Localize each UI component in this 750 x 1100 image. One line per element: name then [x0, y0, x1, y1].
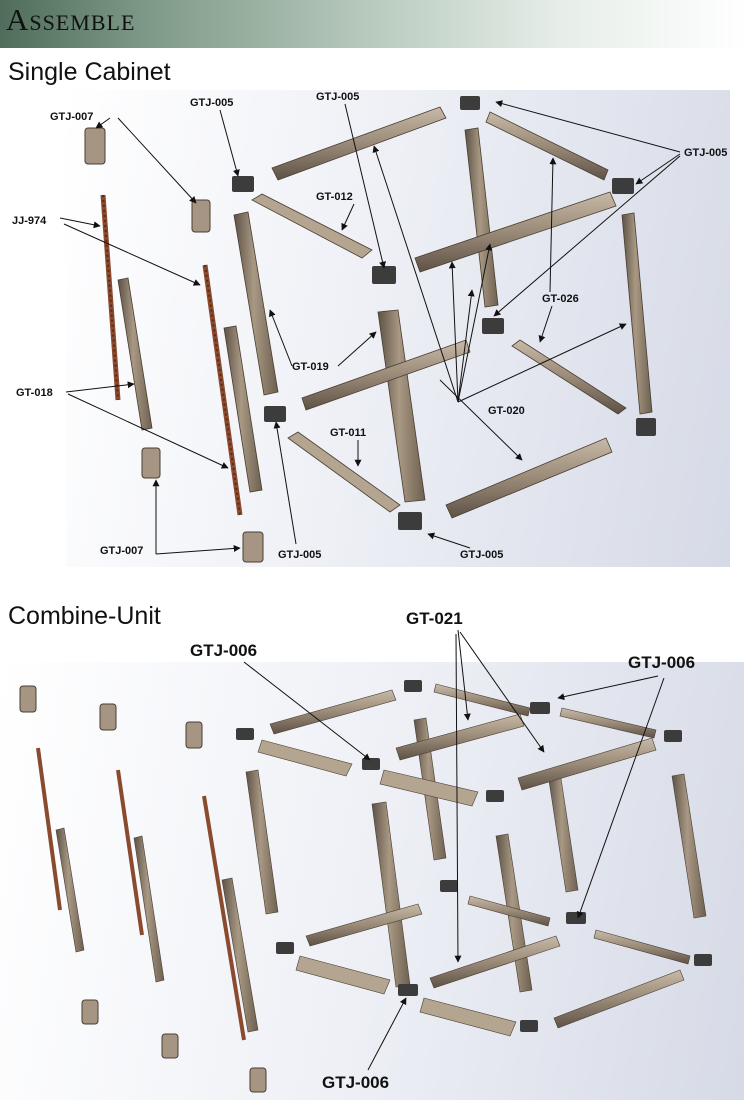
- label-gtj006-right: GTJ-006: [628, 653, 695, 672]
- label-gt011: GT-011: [330, 427, 366, 439]
- single-cabinet-parts: [84, 96, 656, 563]
- section-title-single-cabinet: Single Cabinet: [8, 58, 171, 86]
- label-gt019: GT-019: [292, 361, 329, 373]
- label-gtj007-bottom: GTJ-007: [100, 545, 143, 557]
- header-bar: [0, 0, 750, 48]
- label-gtj005-bottom-mid: GTJ-005: [278, 549, 321, 561]
- combine-unit-leaders: [243, 629, 665, 1071]
- label-gt012: GT-012: [316, 191, 353, 203]
- label-gtj005-right: GTJ-005: [684, 147, 727, 159]
- single-cabinet-leaders: [59, 100, 681, 555]
- combine-unit-panel: [0, 662, 744, 1100]
- combine-unit-parts: [19, 680, 712, 1093]
- label-gt020: GT-020: [488, 405, 525, 417]
- label-gtj005-b: GTJ-005: [316, 91, 359, 103]
- label-gt026: GT-026: [542, 293, 579, 305]
- label-gtj005-bottom-right: GTJ-005: [460, 549, 503, 561]
- label-gt018: GT-018: [16, 387, 53, 399]
- label-gt021: GT-021: [406, 609, 463, 628]
- label-gtj006-bottom: GTJ-006: [322, 1073, 389, 1092]
- label-gtj006-left: GTJ-006: [190, 641, 257, 660]
- single-cabinet-labels: GTJ-007 GTJ-005 GTJ-005 GTJ-005 GT-012 J…: [12, 91, 727, 561]
- section-title-combine-unit: Combine-Unit: [8, 602, 161, 630]
- combine-unit-labels: GT-021 GTJ-006 GTJ-006 GTJ-006: [190, 609, 695, 1092]
- label-jj974: JJ-974: [12, 215, 47, 227]
- label-gtj005-a: GTJ-005: [190, 97, 233, 109]
- label-gtj007-top: GTJ-007: [50, 111, 93, 123]
- page-title: Assemble: [6, 2, 136, 37]
